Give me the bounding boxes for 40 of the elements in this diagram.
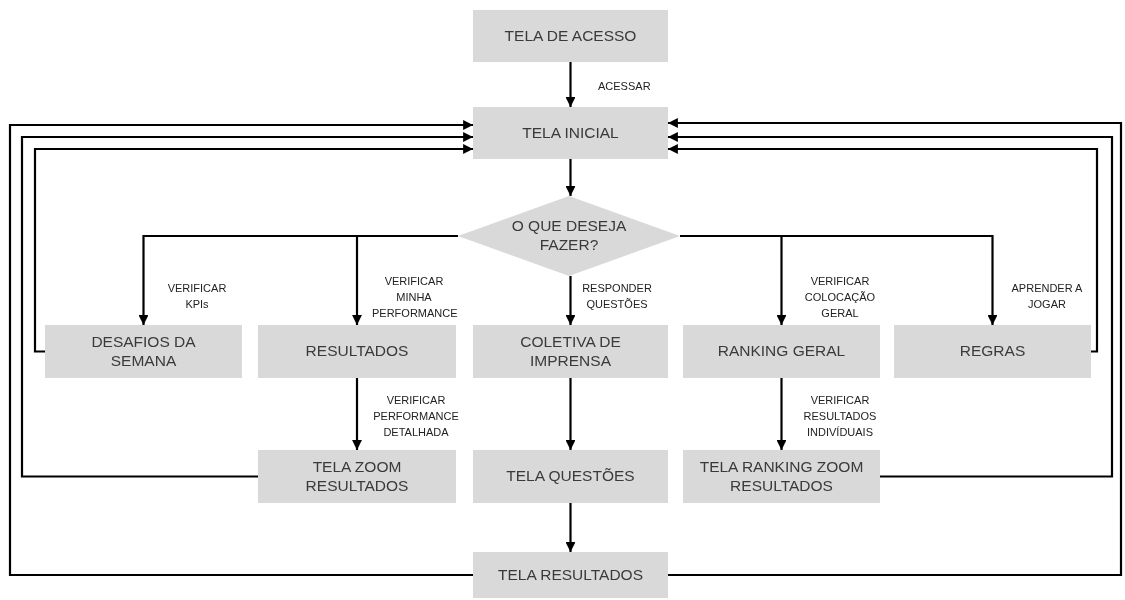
arrow xyxy=(565,159,576,196)
node-label: COLETIVA DE IMPRENSA xyxy=(519,332,622,371)
arrow xyxy=(565,378,576,450)
node-label: TELA INICIAL xyxy=(522,123,619,143)
process-box xyxy=(894,325,1091,378)
arrow xyxy=(352,234,458,325)
process-box xyxy=(473,325,668,378)
process-box xyxy=(683,450,880,503)
process-box xyxy=(473,107,668,159)
node-label: TELA QUESTÕES xyxy=(506,467,635,486)
process-box xyxy=(473,10,668,62)
arrow xyxy=(33,144,473,353)
arrow xyxy=(668,144,1099,353)
arrow xyxy=(565,503,576,552)
node-label: RANKING GERAL xyxy=(717,342,846,361)
process-box xyxy=(258,325,456,378)
arrow xyxy=(668,118,1123,577)
arrow xyxy=(565,62,576,107)
arrow xyxy=(352,378,362,450)
process-box xyxy=(683,325,880,378)
decision-diamond xyxy=(458,196,680,276)
process-box xyxy=(473,552,668,598)
arrow xyxy=(668,132,1114,478)
node-label: O QUE DESEJA FAZER? xyxy=(510,217,628,255)
arrow xyxy=(565,276,576,325)
node-label: REGRAS xyxy=(959,342,1026,361)
node-label: TELA RESULTADOS xyxy=(498,565,643,585)
process-box xyxy=(473,450,668,503)
arrow xyxy=(776,378,787,450)
node-label: RESULTADOS xyxy=(305,342,409,361)
node-label: TELA DE ACESSO xyxy=(504,26,637,46)
arrow xyxy=(680,234,998,325)
process-box xyxy=(45,325,242,378)
arrow xyxy=(20,132,473,478)
node-label: TELA ZOOM RESULTADOS xyxy=(304,457,410,496)
process-box xyxy=(258,450,456,503)
node-label: DESAFIOS DA SEMANA xyxy=(90,332,197,371)
edge-label: RESPONDER QUESTÕES xyxy=(582,281,652,313)
node-label: TELA RANKING ZOOM RESULTADOS xyxy=(698,457,865,496)
arrow xyxy=(8,120,473,577)
